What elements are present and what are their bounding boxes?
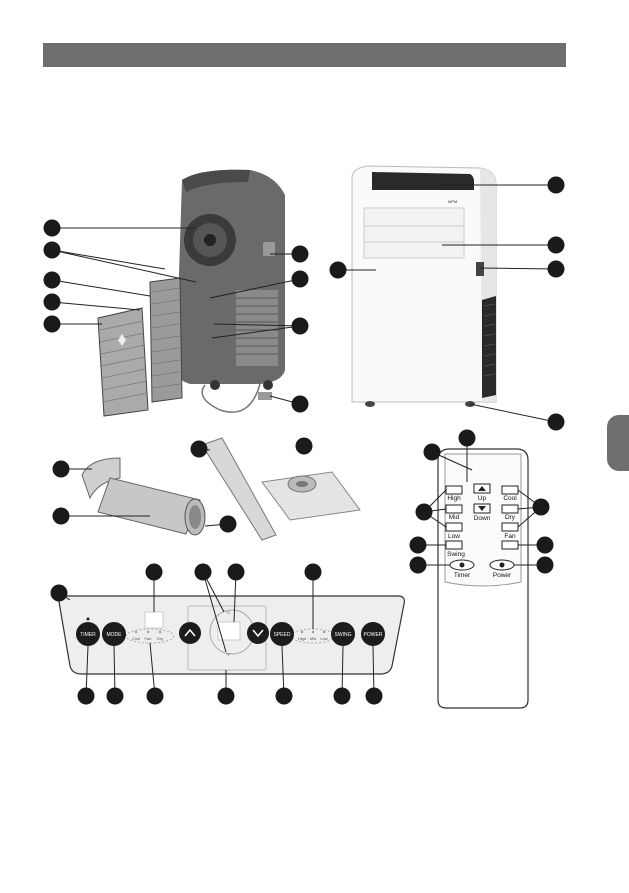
window-slider-illustration — [201, 437, 277, 541]
remote-power-label: Power — [493, 572, 512, 579]
remote-timer-label: Timer — [454, 572, 471, 579]
remote-fan-label: Fan — [504, 533, 516, 540]
svg-text:Cool: Cool — [132, 636, 140, 641]
rear-unit-illustration — [176, 169, 285, 413]
unit-f-label: °F — [226, 652, 231, 657]
front-unit-illustration: MPM — [351, 165, 497, 407]
svg-text:Low: Low — [320, 636, 327, 641]
temp-up-button[interactable] — [179, 622, 201, 644]
remote-swing-label: Swing — [447, 551, 465, 558]
mode-led-labels: Cool Fan Dry — [132, 630, 163, 641]
chapter-tab — [607, 415, 629, 471]
brand-logo: MPM — [448, 199, 457, 204]
power-button[interactable]: POWER — [361, 622, 385, 646]
callout-markers — [43, 176, 565, 705]
control-panel-illustration: °C °F Cool Fan Dry High Mid Low TIMER MO… — [57, 595, 405, 675]
remote-power-button[interactable] — [489, 559, 515, 571]
svg-text:MODE: MODE — [107, 632, 123, 638]
timer-button[interactable]: TIMER — [76, 622, 100, 646]
speed-led-labels: High Mid Low — [298, 630, 328, 641]
mode-button[interactable]: MODE — [102, 622, 126, 646]
section-header-bar — [43, 43, 566, 67]
svg-text:Mid: Mid — [310, 636, 316, 641]
remote-low-label: Low — [448, 533, 460, 540]
remote-control-illustration: High Mid Low Swing Up Down Cool Dry Fan … — [437, 448, 529, 709]
remote-up-label: Up — [478, 495, 487, 502]
remote-mid-label: Mid — [449, 514, 460, 521]
exhaust-hose-illustration — [81, 457, 206, 536]
callout-leader-lines — [51, 184, 557, 697]
svg-text:Dry: Dry — [157, 636, 163, 641]
filter-panels — [97, 277, 183, 417]
svg-text:SWING: SWING — [335, 632, 352, 638]
svg-text:Fan: Fan — [145, 636, 152, 641]
unit-c-label: °C — [226, 610, 231, 615]
window-adapter-illustration — [261, 471, 361, 521]
svg-text:TIMER: TIMER — [80, 632, 96, 638]
svg-text:High: High — [298, 636, 306, 641]
speed-button[interactable]: SPEED — [270, 622, 294, 646]
swing-button[interactable]: SWING — [331, 622, 355, 646]
svg-text:SPEED: SPEED — [274, 632, 291, 638]
remote-high-label: High — [447, 495, 461, 502]
remote-cool-label: Cool — [503, 495, 517, 502]
remote-dry-label: Dry — [505, 514, 516, 521]
svg-text:POWER: POWER — [364, 632, 383, 638]
remote-timer-button[interactable] — [449, 559, 475, 571]
temp-down-button[interactable] — [247, 622, 269, 644]
remote-down-label: Down — [474, 515, 491, 522]
